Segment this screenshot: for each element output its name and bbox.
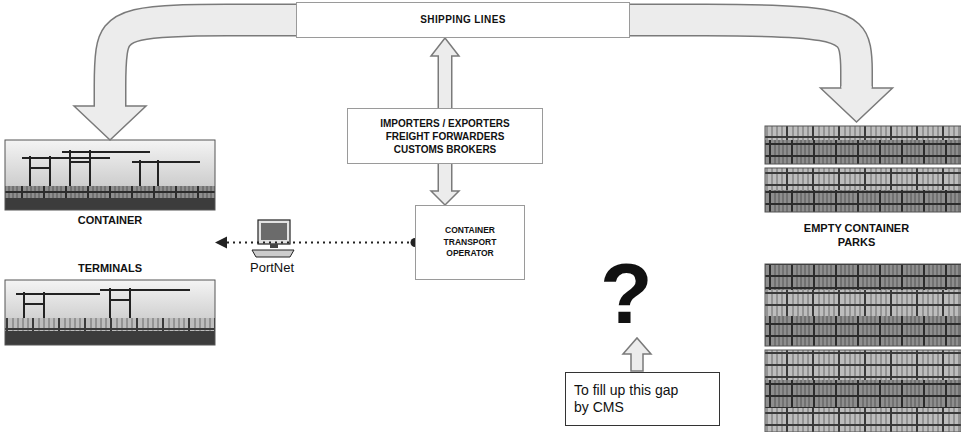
container-stack (765, 350, 961, 432)
system-label: PortNet (250, 261, 294, 276)
container-park-photo (765, 126, 961, 164)
question-mark: ? (600, 250, 653, 336)
node-text: CONTAINER (78, 214, 143, 228)
park-panel: EMPTY CONTAINER PARKS (752, 122, 961, 432)
flow-arrow (630, 20, 893, 122)
node-text: CONTAINER TRANSPORT OPERATOR (438, 225, 502, 259)
crane-silhouette (16, 288, 190, 320)
container-stack (765, 380, 961, 408)
container-row (5, 318, 215, 331)
process-box: SHIPPING LINES (296, 2, 630, 38)
container-stack (765, 126, 961, 140)
keyboard (252, 250, 294, 257)
arrow-outline (630, 20, 857, 88)
process-box: CONTAINER TRANSPORT OPERATOR (415, 205, 525, 280)
flow-arrow (431, 164, 459, 205)
monitor-stand (270, 244, 278, 248)
arrow-head (431, 38, 459, 56)
node-text: SHIPPING LINES (420, 14, 506, 27)
container-park-photo (765, 350, 961, 432)
arrow-outline (438, 164, 453, 191)
water (5, 198, 215, 210)
screen (261, 223, 287, 240)
container-row (5, 186, 215, 198)
computer-icon (252, 220, 294, 257)
container-stack (765, 264, 961, 346)
photo-frame (5, 280, 215, 345)
arrow-joint (439, 54, 451, 58)
note-box: To fill up this gap by CMS (565, 372, 720, 426)
photo-frame (765, 168, 961, 212)
photo-sky (5, 140, 215, 210)
arrow-head (821, 88, 893, 122)
party-box: IMPORTERS / EXPORTERSFREIGHT FORWARDERSC… (347, 108, 543, 164)
container-park-photo (765, 168, 961, 212)
arrow-outline (110, 20, 296, 106)
node-text: IMPORTERS / EXPORTERS (380, 117, 509, 130)
photo-frame (765, 126, 961, 164)
terminal-panel: CONTAINER TERMINALS (5, 140, 215, 345)
flow-arrow (431, 38, 459, 108)
flow-arrow (74, 20, 296, 140)
container-stack (765, 290, 961, 316)
node-text: TERMINALS (78, 262, 142, 276)
arrow-body (630, 20, 857, 88)
container-stack (765, 126, 961, 164)
photo-frame (765, 264, 961, 346)
container-stack (765, 168, 961, 212)
arrow-head (74, 106, 146, 140)
arrow-outline (438, 56, 453, 108)
data-link (215, 237, 420, 249)
node-text: CUSTOMS BROKERS (394, 143, 497, 156)
terminal-photo (5, 280, 215, 345)
arrow-body (439, 56, 451, 108)
photo-sky (5, 280, 215, 345)
container-stack (765, 190, 961, 212)
arrow-body (439, 164, 451, 191)
arrow-body (110, 20, 296, 106)
arrow-joint (842, 86, 872, 90)
photo-frame (5, 140, 215, 210)
arrow-joint (439, 189, 451, 193)
node-text: FREIGHT FORWARDERS (386, 130, 505, 143)
arrow-head (431, 191, 459, 205)
node-text: EMPTY CONTAINER PARKS (792, 222, 922, 250)
pointer-arrow (623, 338, 651, 371)
node-text: To fill up this gap by CMS (574, 382, 684, 416)
arrow-head (215, 237, 227, 249)
photo-frame (765, 350, 961, 432)
crane-silhouette (22, 150, 200, 188)
arrow-joint (95, 104, 125, 108)
monitor (258, 220, 290, 244)
water (5, 331, 215, 345)
dotted-link (227, 241, 415, 243)
container-park-photo (765, 264, 961, 346)
terminal-photo (5, 140, 215, 210)
